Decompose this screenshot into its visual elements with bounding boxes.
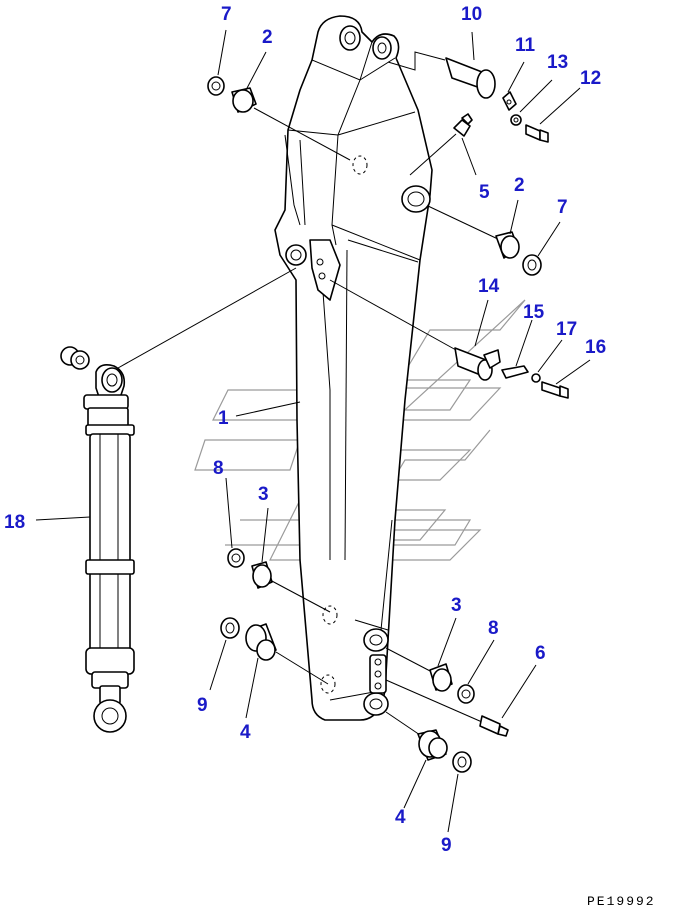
callout-5: 5 <box>479 182 490 203</box>
part-17-washer <box>531 373 541 383</box>
part-8-shim-right <box>457 684 475 704</box>
callout-13: 13 <box>547 52 568 73</box>
callout-9: 9 <box>441 835 452 856</box>
part-12-bolt <box>525 124 549 143</box>
callout-7: 7 <box>221 4 232 25</box>
part-9-shim-right <box>452 751 472 773</box>
callout-12: 12 <box>580 68 601 89</box>
part-13-washer <box>510 114 522 126</box>
callout-4: 4 <box>240 722 251 743</box>
part-7-shim-right <box>522 254 542 276</box>
callout-2: 2 <box>262 27 273 48</box>
part-4-bushing-left <box>245 623 329 685</box>
callout-8: 8 <box>213 458 224 479</box>
part-14-pin <box>329 279 501 381</box>
part-3-bushing-right <box>385 647 453 692</box>
callout-15: 15 <box>523 302 545 323</box>
part-9-shim-left <box>220 617 240 639</box>
part-11-plate <box>502 91 517 111</box>
callout-2: 2 <box>514 175 525 196</box>
part-5-grease-fitting <box>409 113 477 176</box>
part-18-cylinder <box>60 267 297 733</box>
drawing-code: PE19992 <box>587 894 656 909</box>
part-2-bushing-left <box>231 87 351 161</box>
callout-9: 9 <box>197 695 208 716</box>
callout-3: 3 <box>258 484 269 505</box>
callout-14: 14 <box>478 276 500 297</box>
callout-11: 11 <box>515 35 536 56</box>
part-7-shim-left <box>207 76 225 96</box>
callout-6: 6 <box>535 643 546 664</box>
callout-7: 7 <box>557 197 568 218</box>
callout-16: 16 <box>585 337 606 358</box>
part-8-shim-left <box>227 548 245 568</box>
part-3-bushing-left <box>251 561 331 613</box>
part-16-bolt <box>541 381 569 399</box>
callout-1: 1 <box>218 408 229 429</box>
callout-17: 17 <box>556 319 577 340</box>
part-2-bushing-right <box>427 205 520 259</box>
callout-10: 10 <box>461 4 482 25</box>
callout-4: 4 <box>395 807 406 828</box>
callout-labels: 7 2 10 11 13 12 5 2 7 14 15 17 16 1 18 8… <box>4 4 606 856</box>
callout-leaders <box>35 29 591 833</box>
callout-18: 18 <box>4 512 25 533</box>
arm-body <box>274 15 433 721</box>
callout-8: 8 <box>488 618 499 639</box>
part-10-pin <box>387 51 496 99</box>
part-15-plate <box>501 365 529 379</box>
part-6-grease-fitting <box>385 679 509 737</box>
part-4-bushing-right <box>385 711 448 761</box>
callout-3: 3 <box>451 595 462 616</box>
